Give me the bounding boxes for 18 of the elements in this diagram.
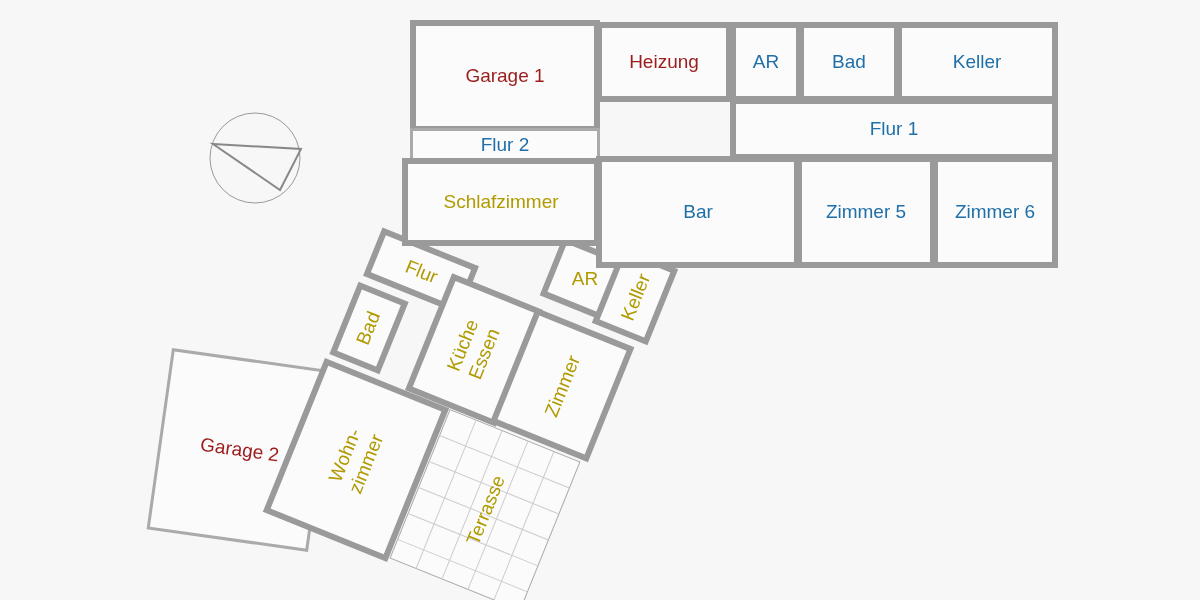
room-label: Heizung — [629, 50, 699, 74]
room-label: Flur 2 — [480, 133, 530, 157]
room-label: Zimmer 6 — [954, 200, 1036, 224]
room-label: Schlafzimmer — [443, 190, 559, 214]
room-label: Garage 2 — [199, 433, 281, 467]
room-label: Garage 1 — [465, 64, 545, 88]
room-label: Küche Essen — [441, 315, 505, 385]
room-label: Flur — [401, 255, 441, 289]
room-label: Bad — [832, 50, 866, 74]
room-label: Flur 1 — [869, 117, 919, 141]
room-label: Zimmer 5 — [825, 200, 907, 224]
room-label: Keller — [952, 50, 1002, 74]
room-label: Bad — [352, 308, 386, 348]
room-label: AR — [752, 50, 780, 74]
room-label: Bar — [683, 200, 713, 224]
room-label: Keller — [616, 270, 655, 324]
room-label: AR — [571, 267, 599, 291]
room-label: Wohn- zimmer — [323, 424, 389, 499]
